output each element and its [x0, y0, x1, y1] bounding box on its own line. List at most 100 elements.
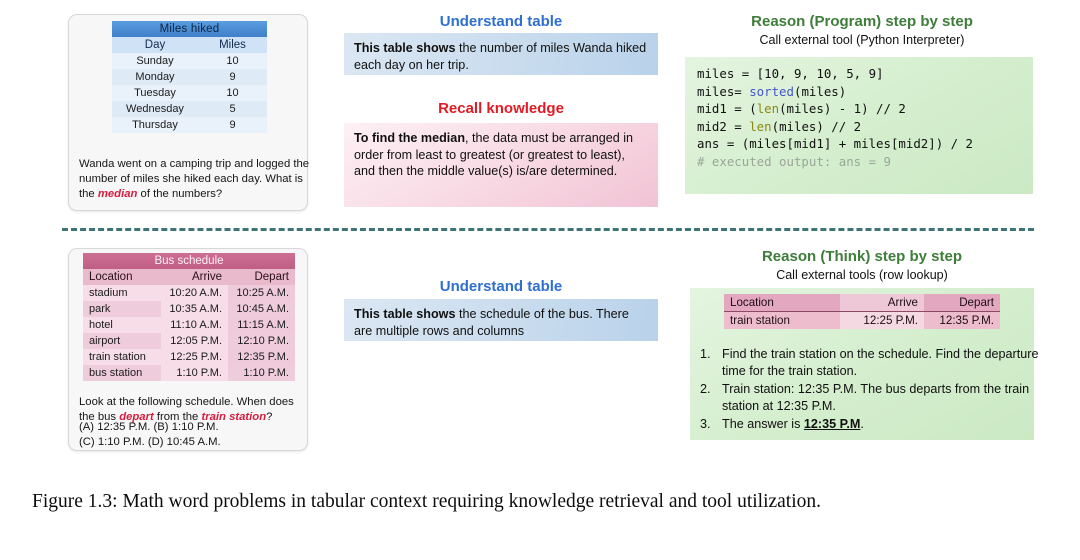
- python-code-block: miles = [10, 9, 10, 5, 9] miles= sorted(…: [685, 57, 1033, 194]
- final-answer-suffix: .: [860, 417, 864, 432]
- reason-think-subheading: Call external tools (row lookup): [776, 268, 948, 282]
- cell-miles: 5: [229, 103, 236, 115]
- lookup-header-location: Location: [724, 294, 840, 312]
- code-line-5: ans = (miles[mid1] + miles[mid2]) / 2: [697, 136, 974, 152]
- column-header-location: Location: [83, 269, 161, 285]
- reasoning-steps-list: 1. Find the train station on the schedul…: [690, 340, 1054, 439]
- answer-choices-line-2: (C) 1:10 P.M. (D) 10:45 A.M.: [79, 436, 221, 448]
- reason-think-heading: Reason (Think) step by step: [761, 248, 963, 265]
- lookup-header-depart: Depart: [924, 294, 1000, 312]
- question-text-part-1: Look at the following schedule. When doe…: [79, 396, 294, 423]
- cell-depart: 10:45 A.M.: [236, 303, 289, 315]
- understand-table-box-1: This table shows the number of miles Wan…: [344, 33, 658, 75]
- cell-location: train station: [89, 351, 146, 363]
- lookup-cell-location: train station: [724, 311, 840, 329]
- table-row: stadium 10:20 A.M. 10:25 A.M.: [83, 285, 295, 301]
- cell-depart: 12:10 P.M.: [237, 335, 289, 347]
- table-row: Thursday 9: [112, 117, 268, 133]
- cell-arrive: 12:05 P.M.: [161, 333, 228, 349]
- code-line-6-output-comment: # executed output: ans = 9: [697, 154, 891, 170]
- cell-depart: 11:15 A.M.: [228, 317, 295, 333]
- cell-day: Wednesday: [126, 103, 184, 115]
- step-text: Train station: 12:35 P.M. The bus depart…: [722, 382, 1030, 413]
- understand-rest-1: the number of miles Wanda hiked each day…: [354, 41, 647, 72]
- answer-choices-line-1: (A) 12:35 P.M. (B) 1:10 P.M.: [79, 421, 219, 433]
- lookup-header-arrive: Arrive: [840, 294, 924, 312]
- cell-miles: 10: [226, 55, 239, 67]
- column-header-depart: Depart: [228, 269, 295, 285]
- cell-arrive: 10:35 A.M.: [161, 301, 228, 317]
- cell-day: Tuesday: [134, 87, 176, 99]
- step-text: The answer is 12:35 P.M.: [722, 416, 1044, 433]
- question-highlight-train-station: train station: [201, 410, 267, 423]
- miles-hiked-card: Miles hiked Day Miles Sunday 10 Monday 9…: [68, 14, 310, 211]
- table-row: airport 12:05 P.M. 12:10 P.M.: [83, 333, 295, 349]
- cell-miles: 10: [226, 87, 239, 99]
- table-row: train station 12:25 P.M. 12:35 P.M.: [724, 311, 1000, 329]
- cell-location: stadium: [89, 287, 128, 299]
- table-row: hotel 11:10 A.M. 11:15 A.M.: [83, 317, 295, 333]
- miles-hiked-table: Miles hiked Day Miles Sunday 10 Monday 9…: [112, 21, 268, 133]
- final-answer-value: 12:35 P.M: [803, 417, 861, 432]
- list-item-final-answer: 3. The answer is 12:35 P.M.: [700, 416, 1044, 433]
- column-header-day: Day: [112, 37, 198, 53]
- code-token-len: len: [756, 101, 780, 117]
- cell-arrive: 1:10 P.M.: [161, 365, 228, 381]
- step-number: 3.: [700, 417, 711, 432]
- question-highlight-median: median: [97, 187, 138, 200]
- lookup-cell-depart: 12:35 P.M.: [924, 311, 1000, 329]
- table-row: Sunday 10: [112, 53, 268, 69]
- step-number: 1.: [700, 347, 711, 361]
- question-highlight-depart: depart: [119, 410, 154, 423]
- cell-location: hotel: [89, 319, 113, 331]
- list-item: 2. Train station: 12:35 P.M. The bus dep…: [700, 381, 1044, 414]
- question-text-part-3: ?: [266, 410, 273, 423]
- bus-schedule-card: Bus schedule Location Arrive Depart stad…: [68, 248, 308, 451]
- recall-knowledge-box: To find the median, the data must be arr…: [344, 123, 658, 207]
- understand-bold-2: This table shows: [354, 307, 456, 321]
- list-item: 1. Find the train station on the schedul…: [700, 346, 1044, 379]
- section-divider: [62, 228, 1034, 231]
- understand-rest-2: the schedule of the bus. There are multi…: [354, 307, 629, 338]
- table-row: bus station 1:10 P.M. 1:10 P.M.: [83, 365, 295, 381]
- cell-arrive: 12:25 P.M.: [170, 351, 222, 363]
- code-line-4-b: (miles) // 2: [771, 118, 862, 134]
- figure-caption: Figure 1.3: Math word problems in tabula…: [32, 491, 822, 512]
- cell-location: park: [89, 303, 111, 315]
- question-text-part-2: of the numbers?: [137, 187, 223, 200]
- row-lookup-table: Location Arrive Depart train station 12:…: [724, 294, 1000, 329]
- recall-rest: , the data must be arranged in order fro…: [354, 131, 634, 179]
- cell-location: bus station: [89, 367, 143, 379]
- step-number: 2.: [700, 382, 711, 397]
- question-text-part-1: Wanda went on a camping trip and logged …: [79, 158, 310, 200]
- reason-think-box: Location Arrive Depart train station 12:…: [690, 288, 1038, 440]
- code-content: miles = [10, 9, 10, 5, 9] miles= sorted(…: [685, 57, 1033, 179]
- reason-program-subheading: Call external tool (Python Interpreter): [759, 33, 965, 47]
- reason-program-heading: Reason (Program) step by step: [751, 13, 973, 30]
- cell-day: Thursday: [132, 119, 178, 131]
- cell-day: Monday: [135, 71, 175, 83]
- cell-arrive: 10:20 A.M.: [169, 287, 222, 299]
- column-header-miles: Miles: [198, 37, 268, 53]
- cell-location: airport: [89, 335, 121, 347]
- understand-table-box-2: This table shows the schedule of the bus…: [344, 299, 658, 341]
- table-row: train station 12:25 P.M. 12:35 P.M.: [83, 349, 295, 365]
- cell-depart: 1:10 P.M.: [243, 367, 289, 379]
- code-line-4-a: mid2 =: [697, 118, 750, 134]
- table-row: park 10:35 A.M. 10:45 A.M.: [83, 301, 295, 317]
- question-text-part-2: from the: [153, 410, 202, 423]
- lookup-cell-arrive: 12:25 P.M.: [840, 311, 924, 329]
- understand-table-heading-2: Understand table: [439, 278, 563, 295]
- understand-bold-1: This table shows: [354, 41, 456, 55]
- cell-depart: 10:25 A.M.: [228, 285, 295, 301]
- code-line-3-a: mid1 = (: [697, 101, 757, 117]
- final-answer-prefix: The answer is: [722, 417, 804, 432]
- cell-arrive: 11:10 A.M.: [170, 319, 222, 331]
- code-line-3-b: (miles) - 1) // 2: [779, 101, 906, 117]
- understand-table-heading-1: Understand table: [439, 13, 563, 30]
- code-line-2-b: (miles): [793, 83, 847, 99]
- cell-day: Sunday: [136, 55, 174, 67]
- table-row: Monday 9: [112, 69, 268, 85]
- code-token-sorted: sorted: [749, 83, 794, 99]
